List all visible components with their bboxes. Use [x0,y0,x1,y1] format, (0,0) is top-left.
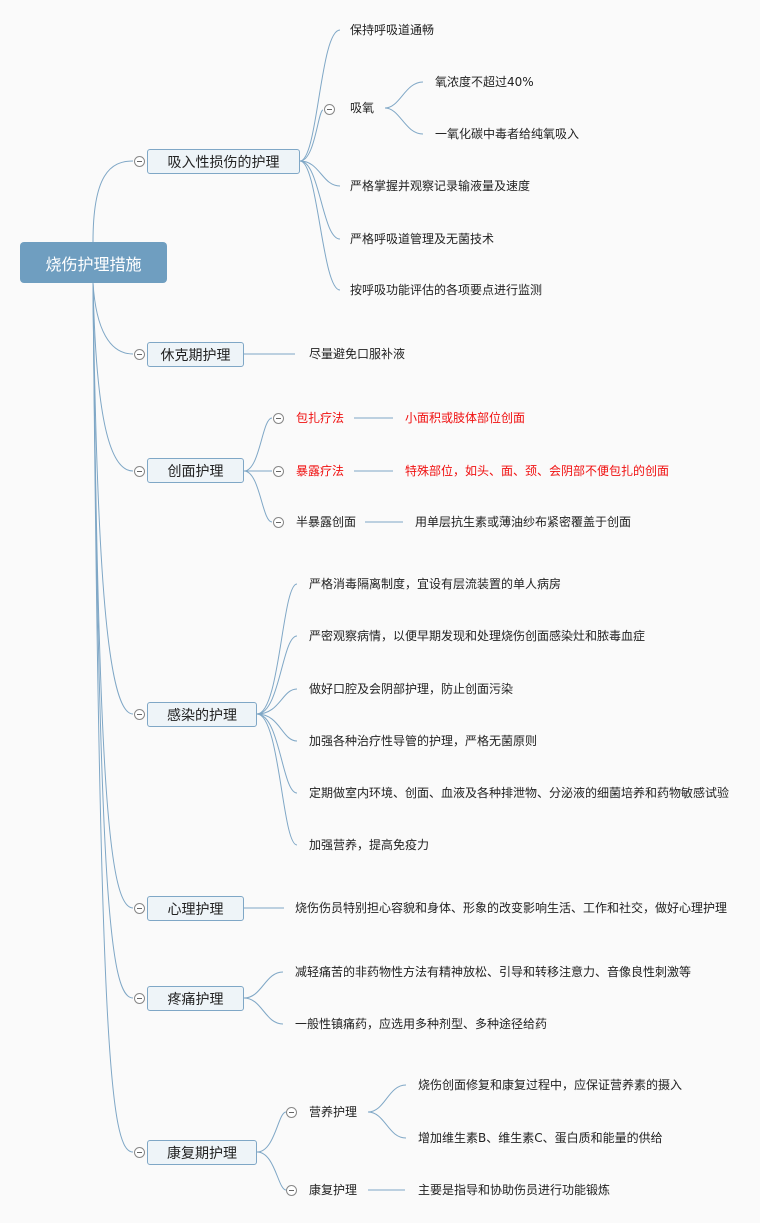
leaf-node[interactable]: 加强营养，提高免疫力 [309,838,430,852]
leaf-node[interactable]: 按呼吸功能评估的各项要点进行监测 [350,283,543,297]
collapse-toggle-icon[interactable] [286,1185,297,1196]
node-bandage-therapy[interactable]: 包扎疗法 [296,411,345,425]
node-pain[interactable]: 疼痛护理 [147,986,244,1011]
leaf-node[interactable]: 严密观察病情，以便早期发现和处理烧伤创面感染灶和脓毒血症 [309,629,646,643]
collapse-toggle-icon[interactable] [134,1147,145,1158]
node-shock[interactable]: 休克期护理 [147,342,244,367]
collapse-toggle-icon[interactable] [134,466,145,477]
leaf-node[interactable]: 严格消毒隔离制度，宜设有层流装置的单人病房 [309,577,562,591]
node-wound[interactable]: 创面护理 [147,458,244,483]
leaf-node[interactable]: 氧浓度不超过40% [435,75,534,89]
node-semi-exposure[interactable]: 半暴露创面 [296,515,357,529]
collapse-toggle-icon[interactable] [134,156,145,167]
leaf-node[interactable]: 主要是指导和协助伤员进行功能锻炼 [418,1183,611,1197]
leaf-node[interactable]: 特殊部位，如头、面、颈、会阴部不便包扎的创面 [405,464,670,478]
leaf-node[interactable]: 严格掌握并观察记录输液量及速度 [350,179,531,193]
collapse-toggle-icon[interactable] [134,903,145,914]
leaf-node[interactable]: 增加维生素B、维生素C、蛋白质和能量的供给 [418,1131,663,1145]
collapse-toggle-icon[interactable] [273,413,284,424]
node-inhalation[interactable]: 吸入性损伤的护理 [147,149,300,174]
node-recovery[interactable]: 康复护理 [309,1183,358,1197]
node-oxygen[interactable]: 吸氧 [350,101,375,115]
leaf-node[interactable]: 烧伤创面修复和康复过程中，应保证营养素的摄入 [418,1078,683,1092]
leaf-node[interactable]: 做好口腔及会阴部护理，防止创面污染 [309,682,514,696]
leaf-node[interactable]: 尽量避免口服补液 [309,347,406,361]
leaf-node[interactable]: 定期做室内环境、创面、血液及各种排泄物、分泌液的细菌培养和药物敏感试验 [309,786,730,800]
leaf-node[interactable]: 加强各种治疗性导管的护理，严格无菌原则 [309,734,538,748]
leaf-node[interactable]: 减轻痛苦的非药物性方法有精神放松、引导和转移注意力、音像良性刺激等 [295,965,692,979]
node-infection[interactable]: 感染的护理 [147,702,257,727]
collapse-toggle-icon[interactable] [134,709,145,720]
leaf-node[interactable]: 用单层抗生素或薄油纱布紧密覆盖于创面 [415,515,632,529]
collapse-toggle-icon[interactable] [286,1107,297,1118]
collapse-toggle-icon[interactable] [273,466,284,477]
node-psych[interactable]: 心理护理 [147,896,244,921]
leaf-node[interactable]: 一般性镇痛药，应选用多种剂型、多种途径给药 [295,1017,548,1031]
leaf-node[interactable]: 严格呼吸道管理及无菌技术 [350,232,495,246]
leaf-node[interactable]: 小面积或肢体部位创面 [405,411,526,425]
node-nutrition[interactable]: 营养护理 [309,1105,358,1119]
leaf-node[interactable]: 保持呼吸道通畅 [350,23,435,37]
collapse-toggle-icon[interactable] [134,349,145,360]
leaf-node[interactable]: 烧伤伤员特别担心容貌和身体、形象的改变影响生活、工作和社交，做好心理护理 [295,901,728,915]
node-exposure-therapy[interactable]: 暴露疗法 [296,464,345,478]
collapse-toggle-icon[interactable] [134,993,145,1004]
node-rehab[interactable]: 康复期护理 [147,1140,257,1165]
leaf-node[interactable]: 一氧化碳中毒者给纯氧吸入 [435,127,580,141]
collapse-toggle-icon[interactable] [324,104,335,115]
root-node[interactable]: 烧伤护理措施 [20,242,167,283]
collapse-toggle-icon[interactable] [273,517,284,528]
